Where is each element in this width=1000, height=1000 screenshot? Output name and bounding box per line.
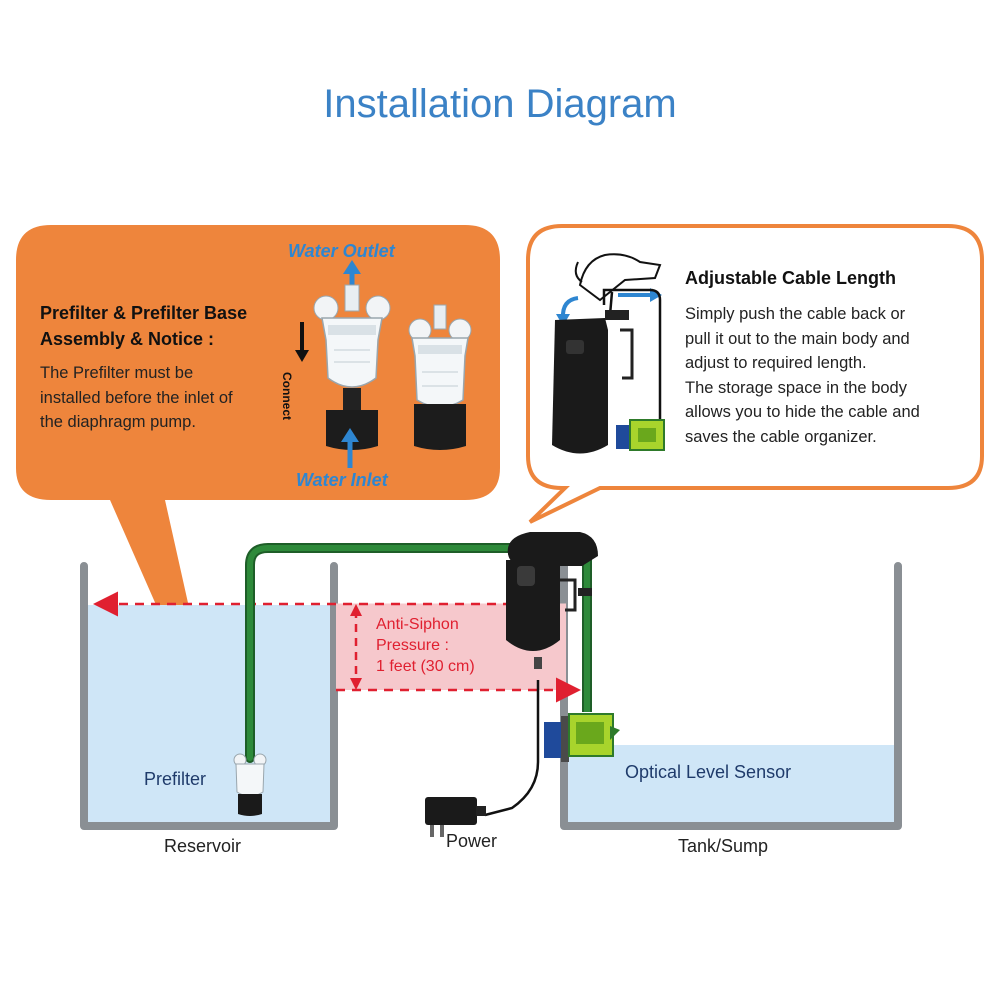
cable-text-line2: pull it out to the main body and — [685, 329, 910, 348]
prefilter-exploded-icon — [313, 284, 391, 450]
prefilter-callout — [16, 225, 500, 755]
prefilter-icon — [233, 753, 267, 816]
pump-cable-illustration — [552, 253, 665, 454]
hand-icon — [574, 253, 662, 302]
prefilter-text-line2: installed before the inlet of — [40, 388, 233, 407]
cable-text-line3: adjust to required length. — [685, 354, 867, 372]
reservoir-label: Reservoir — [164, 836, 242, 856]
anti-siphon-label: Anti-Siphon Pressure : 1 feet (30 cm) — [376, 614, 475, 677]
prefilter-heading-line2: Assembly & Notice : — [40, 329, 215, 349]
power-adapter-icon — [425, 797, 486, 837]
sensor-label: Optical Level Sensor — [625, 762, 792, 782]
cable-text-line1: Simply push the cable back or — [685, 305, 906, 323]
pump-icon — [506, 532, 598, 669]
optical-level-sensor-icon — [544, 713, 620, 762]
water-inlet-arrow-icon — [341, 428, 359, 468]
cable-description: Simply push the cable back or pull it ou… — [685, 302, 975, 449]
sensor-small-icon — [616, 419, 665, 451]
cable-heading: Adjustable Cable Length — [685, 268, 897, 288]
anti-siphon-line1: Anti-Siphon — [376, 616, 459, 633]
reservoir-container — [80, 562, 338, 830]
tank-label: Tank/Sump — [678, 836, 769, 856]
inlet-tube — [245, 543, 527, 763]
anti-siphon-zone — [93, 591, 581, 703]
connect-arrow-icon — [295, 322, 309, 362]
prefilter-label: Prefilter — [144, 769, 207, 789]
prefilter-heading: Prefilter & Prefilter Base Assembly & No… — [40, 300, 300, 352]
tank-container — [560, 562, 902, 830]
prefilter-notice-text: The Prefilter must be installed before t… — [40, 361, 290, 435]
page-title: Installation Diagram — [323, 82, 677, 126]
prefilter-assembled-icon — [408, 304, 472, 450]
prefilter-text-line3: the diaphragm pump. — [40, 413, 196, 431]
power-cable — [484, 680, 540, 817]
cable-text-line5: allows you to hide the cable and — [685, 403, 920, 421]
prefilter-text-line1: The Prefilter must be — [40, 364, 194, 382]
water-inlet-label: Water Inlet — [296, 470, 388, 490]
anti-siphon-line2: Pressure : — [376, 637, 449, 654]
connect-label: Connect — [280, 372, 294, 420]
cable-text-line4: The storage space in the body — [685, 378, 907, 397]
anti-siphon-line3: 1 feet (30 cm) — [376, 658, 475, 675]
cable-text-line6: saves the cable organizer. — [685, 427, 877, 446]
prefilter-heading-line1: Prefilter & Prefilter Base — [40, 303, 248, 323]
prefilter-assembly-illustration — [295, 260, 472, 468]
water-outlet-label: Water Outlet — [288, 241, 395, 261]
power-label: Power — [446, 831, 498, 851]
